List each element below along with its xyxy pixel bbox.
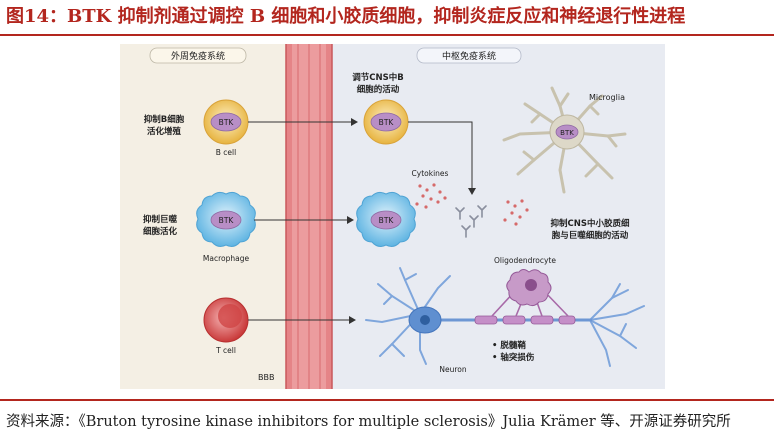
b-cell-effect-line1: 抑制B细胞 xyxy=(144,114,185,125)
microglia-label: Microglia xyxy=(589,93,625,102)
cns-b-cell-regulation-line2: 细胞的活动 xyxy=(357,84,400,95)
t-cell-label: T cell xyxy=(215,346,236,355)
cns-b-cell-regulation-line1: 调节CNS中B xyxy=(352,72,403,83)
oligodendrocyte xyxy=(491,269,569,317)
neuron-body xyxy=(408,306,442,334)
neuron-axon-terminals xyxy=(589,283,645,367)
b-cell-effect-line2: 活化增殖 xyxy=(147,126,182,137)
peripheral-macrophage: BTK xyxy=(196,191,256,247)
b-cell-to-cytokine-arrow xyxy=(408,121,476,195)
blood-vessel xyxy=(285,44,333,389)
cytokines-label: Cytokines xyxy=(412,169,449,178)
antibodies-cluster xyxy=(455,205,487,238)
source-note: 资料来源：《Bruton tyrosine kinase inhibitors … xyxy=(6,414,731,430)
cns-b-cell: BTK xyxy=(363,99,409,145)
peripheral-header: 外周免疫系统 xyxy=(149,47,247,64)
svg-text:BTK: BTK xyxy=(379,118,395,127)
title-underline xyxy=(0,34,774,36)
svg-text:中枢免疫系统: 中枢免疫系统 xyxy=(442,50,496,62)
microglia-effect-line2: 胞与巨噬细胞的活动 xyxy=(551,230,629,241)
peripheral-b-cell: BTK xyxy=(203,99,249,145)
cytokines-cluster xyxy=(415,183,529,226)
macrophage-label: Macrophage xyxy=(203,254,250,263)
macrophage-effect-line1: 抑制巨噬 xyxy=(143,214,178,225)
axonal-damage-bullet: • 轴突损伤 xyxy=(492,352,535,363)
btk-mechanism-diagram: BBB 外周免疫系统 中枢免疫系统 抑制B细胞 活化增殖 BTK B cell … xyxy=(120,44,665,389)
t-cell xyxy=(203,297,249,343)
svg-text:BTK: BTK xyxy=(379,216,395,225)
microglia-effect-line1: 抑制CNS中小胶质细 xyxy=(551,218,630,229)
svg-text:外周免疫系统: 外周免疫系统 xyxy=(171,50,225,62)
macrophage-effect-line2: 细胞活化 xyxy=(143,226,178,237)
svg-text:BTK: BTK xyxy=(560,129,574,137)
myelin-sheath xyxy=(474,315,576,325)
bbb-label: BBB xyxy=(258,373,274,382)
svg-text:BTK: BTK xyxy=(219,216,235,225)
cns-macrophage: BTK xyxy=(356,191,416,247)
b-cell-label: B cell xyxy=(216,148,236,157)
demyelination-bullet: • 脱髓鞘 xyxy=(492,340,526,351)
btk-label: BTK xyxy=(219,118,235,127)
cns-header: 中枢免疫系统 xyxy=(416,47,522,64)
neuron-label: Neuron xyxy=(439,365,466,374)
oligodendrocyte-label: Oligodendrocyte xyxy=(494,256,556,265)
source-separator xyxy=(0,399,774,401)
figure-title: 图14：BTK 抑制剂通过调控 B 细胞和小胶质细胞，抑制炎症反应和神经退行性进… xyxy=(6,6,686,27)
